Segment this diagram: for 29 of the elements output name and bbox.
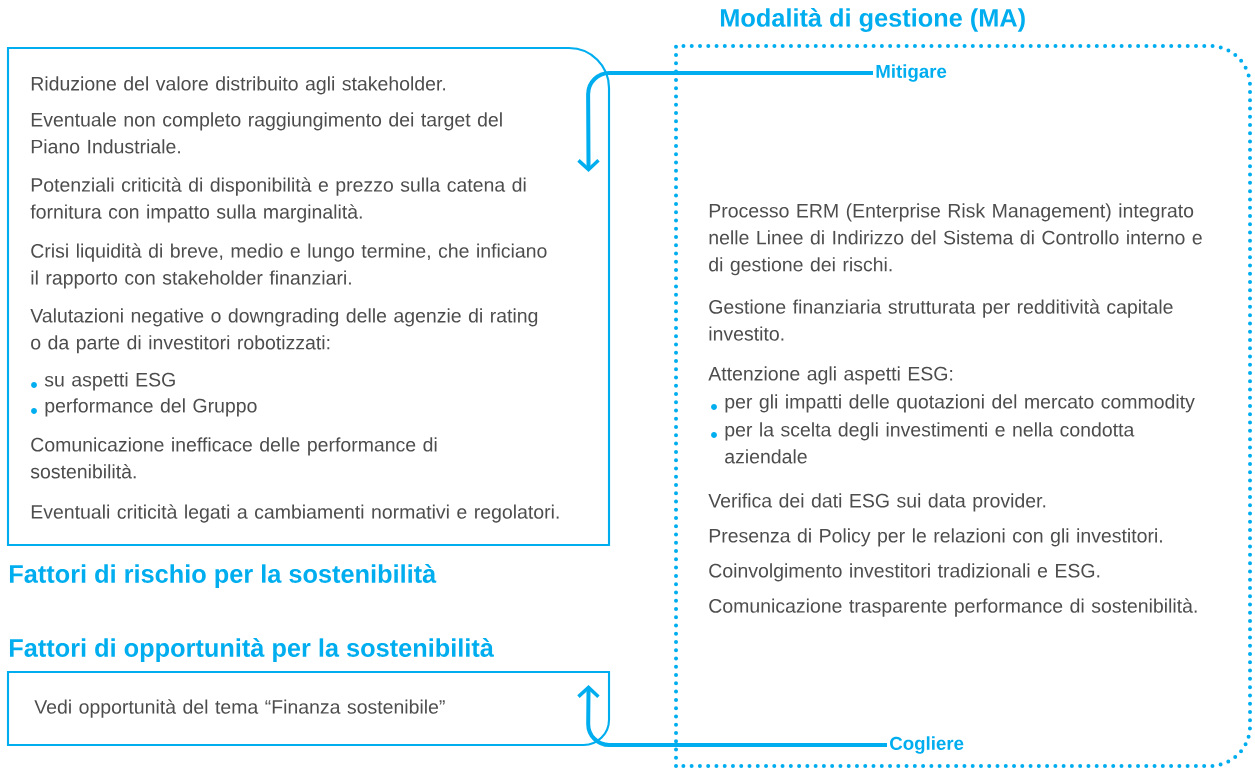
opportunity-box [6,670,611,747]
paragraph: Verifica dei dati ESG sui data provider. [708,493,1046,512]
paragraph: Comunicazione inefficace delle performance di sostenibilità. [30,437,437,479]
bullet-text: per la scelta degli investimenti e nella condotta aziendale [725,422,1135,464]
bullet-text: su aspetti ESG [44,372,175,391]
paragraph: Eventuali criticità legati a cambiamenti normativi e regolatori. [31,504,559,523]
paragraph: Comunicazione trasparente performance di sostenibilità. [709,598,1197,617]
bullet-text: per gli impatti delle quotazioni del mercato commodity [725,394,1195,413]
paragraph: Presenza di Policy per le relazioni con gli investitori. [709,528,1162,547]
dotted-box [674,44,1252,768]
paragraph: Crisi liquidità di breve, medio e lungo termine, che inficiano il rapporto con stakeholder finanziari. [31,243,547,289]
arrow [577,685,887,747]
bullet-text: performance del Gruppo [45,398,257,417]
paragraph: Processo ERM (Enterprise Risk Management) integrato nelle Linee di Indirizzo del Sistema di Controllo interno e di gestione dei rischi. [709,203,1202,276]
paragraph: Attenzione agli aspetti ESG: [708,366,953,385]
section-heading: Modalità di gestione (MA) [720,8,1025,32]
paragraph: Valutazioni negative o downgrading delle agenzie di rating o da parte di investitori robotizzati: [30,308,538,354]
paragraph: Eventuale non completo raggiungimento dei target del Piano Industriale. [31,112,502,154]
section-heading: Fattori di opportunità per la sostenibilità [9,638,494,662]
action-label: Mitigare [876,64,947,82]
risk-box [6,46,611,547]
paragraph: Coinvolgimento investitori tradizionali e ESG. [709,563,1100,582]
paragraph: Vedi opportunità del tema “Finanza sostenibile” [34,699,445,718]
paragraph: Riduzione del valore distribuito agli stakeholder. [31,76,446,95]
arrow [577,71,873,172]
paragraph: Potenziali criticità di disponibilità e prezzo sulla catena di fornitura con impatto sulla marginalità. [30,177,526,223]
action-label: Cogliere [890,736,964,754]
section-heading: Fattori di rischio per la sostenibilità [9,564,437,588]
paragraph: Gestione finanziaria strutturata per redditività capitale investito. [709,299,1173,341]
